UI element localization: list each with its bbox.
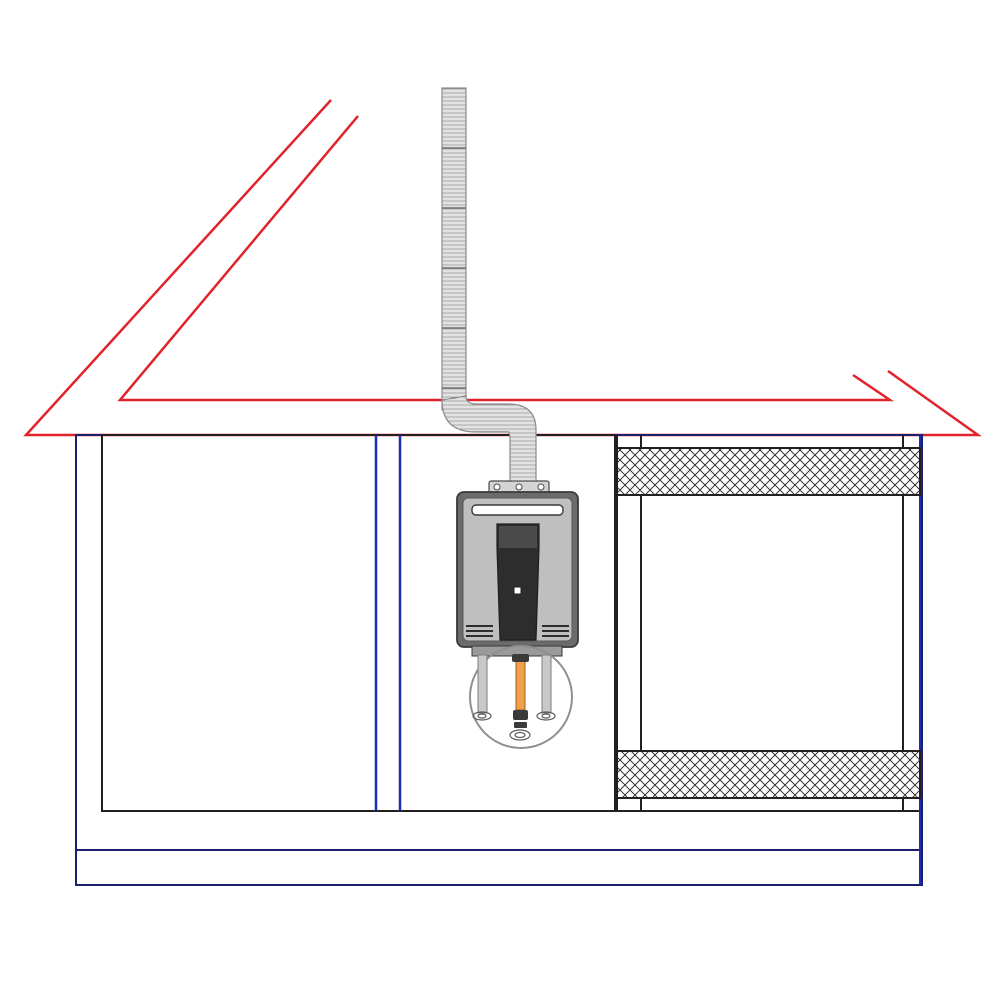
hot-water-line — [541, 654, 552, 714]
water-heater — [456, 480, 579, 657]
framed-wall-section — [616, 435, 921, 811]
header-beam-bottom — [616, 750, 921, 799]
connection-detail — [469, 645, 573, 749]
vent-pipe-elbow — [441, 395, 537, 487]
cold-water-line — [477, 654, 488, 714]
gas-line — [515, 659, 526, 711]
roof-inner-line — [117, 115, 895, 402]
vent-pipe-joints — [442, 147, 466, 389]
water-heater-control-panel — [496, 523, 540, 641]
roof-outer-line — [23, 99, 982, 437]
wall-studs — [374, 435, 921, 885]
header-beam-top — [616, 447, 921, 496]
water-heater-louvers-left — [466, 625, 493, 637]
water-heater-top-vent — [471, 504, 564, 516]
water-heater-indicator — [513, 586, 522, 595]
interior-frame — [101, 434, 922, 812]
detail-circle — [469, 645, 573, 749]
vent-pipe-vertical — [441, 87, 467, 411]
water-heater-louvers-right — [542, 625, 569, 637]
vent-pipe — [441, 87, 537, 487]
roof — [23, 99, 982, 437]
line-floor-outlets — [472, 711, 556, 741]
gas-line-fittings — [512, 654, 529, 728]
